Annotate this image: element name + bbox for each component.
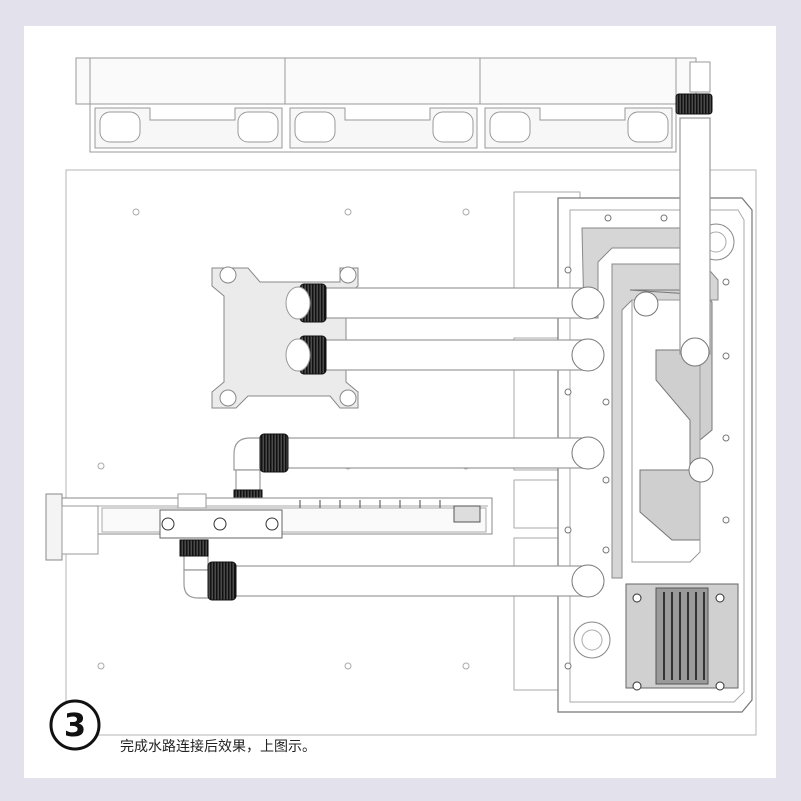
motherboard-tray — [65, 169, 757, 736]
tube-gpu-lower — [231, 565, 587, 597]
radiator-fan — [484, 107, 673, 149]
step-number: 3 — [63, 706, 87, 744]
radiator — [75, 57, 711, 153]
pump-module — [625, 583, 739, 691]
tube-cpu-upper — [321, 287, 587, 319]
step-badge — [49, 699, 101, 751]
radiator-fan — [94, 107, 283, 149]
tube-cpu-lower — [321, 339, 587, 371]
step-caption: 完成水路连接后效果，上图示。 — [120, 739, 316, 755]
gpu-io-bracket — [45, 493, 63, 561]
tubing — [183, 117, 711, 599]
gpu-card — [45, 493, 493, 561]
fitting — [675, 93, 713, 115]
tube-rad-to-plate — [679, 117, 711, 355]
fitting — [207, 561, 237, 601]
fitting — [259, 433, 289, 473]
plate-ports — [571, 286, 710, 598]
logo-emblem — [688, 457, 714, 483]
logo-emblem — [633, 291, 659, 317]
tube-gpu-upper — [283, 437, 587, 469]
radiator-fan — [289, 107, 478, 149]
